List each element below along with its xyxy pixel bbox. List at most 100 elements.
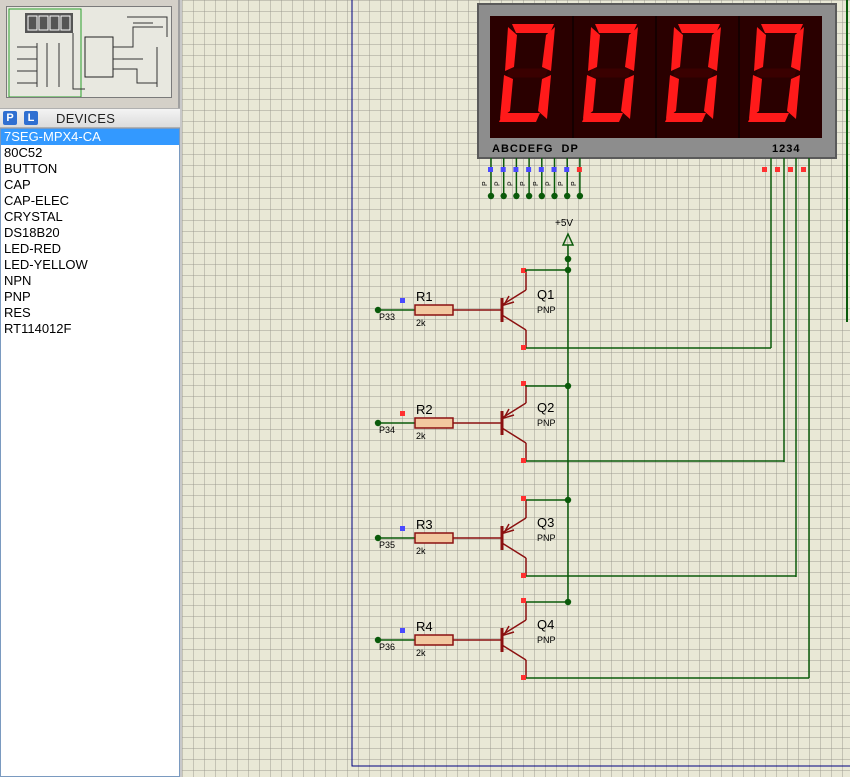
segment-f	[754, 27, 766, 71]
device-item[interactable]: CAP	[4, 177, 31, 192]
device-item[interactable]: BUTTON	[4, 161, 58, 176]
segment-e	[749, 75, 762, 119]
svg-text:P: P	[546, 181, 553, 186]
port-label: P34	[379, 425, 395, 435]
power-terminal[interactable]: +5V	[555, 218, 575, 602]
device-item[interactable]: CAP-ELEC	[4, 193, 70, 208]
resistor-value: 2k	[416, 648, 426, 658]
svg-text:P: P	[558, 181, 565, 186]
segment-a	[678, 24, 720, 33]
segment-g	[756, 68, 797, 78]
pick-devices-button[interactable]: P	[3, 111, 17, 125]
segment-g	[507, 68, 548, 78]
svg-text:P: P	[520, 181, 527, 186]
device-item[interactable]: NPN	[4, 273, 32, 288]
segment-a	[595, 24, 637, 33]
digit-1	[499, 24, 555, 122]
resistor[interactable]	[414, 634, 454, 646]
device-item[interactable]: PNP	[4, 289, 31, 304]
segment-c	[621, 75, 634, 119]
segment-a	[512, 24, 554, 33]
svg-text:P: P	[533, 181, 540, 186]
svg-text:P: P	[495, 181, 502, 186]
segment-c	[704, 75, 717, 119]
device-item[interactable]: RT114012F	[4, 321, 72, 336]
devices-title: DEVICES	[56, 111, 116, 126]
resistor-name: R3	[416, 517, 433, 532]
digit-pin-labels: 1234	[772, 143, 800, 155]
resistor-value: 2k	[416, 546, 426, 556]
device-item[interactable]: LED-RED	[4, 241, 62, 256]
device-item[interactable]: 7SEG-MPX4-CA	[1, 129, 179, 145]
transistor-type: PNP	[537, 533, 556, 543]
device-item[interactable]: 80C52	[4, 145, 43, 160]
device-item[interactable]: RES	[4, 305, 31, 320]
resistor-name: R2	[416, 402, 433, 417]
power-label: +5V	[555, 218, 573, 229]
resistor[interactable]	[414, 417, 454, 429]
resistor-name: R4	[416, 619, 433, 634]
transistor-type: PNP	[537, 305, 556, 315]
svg-text:P: P	[571, 181, 578, 186]
transistor-name: Q1	[537, 287, 554, 302]
resistor[interactable]	[414, 532, 454, 544]
digit-pins	[762, 158, 810, 678]
segment-e	[666, 75, 679, 119]
resistor-value: 2k	[416, 431, 426, 441]
segment-a	[761, 24, 803, 33]
segment-b	[791, 27, 804, 71]
transistor-name: Q3	[537, 515, 554, 530]
resistor-name: R1	[416, 289, 433, 304]
segment-f	[505, 27, 517, 71]
digit-4	[748, 24, 804, 122]
device-item[interactable]: CRYSTAL	[4, 209, 63, 224]
transistor-name: Q4	[537, 617, 554, 632]
segment-f	[671, 27, 683, 71]
overview-window[interactable]	[6, 6, 172, 98]
segment-c	[787, 75, 800, 119]
devices-header: P L DEVICES	[0, 108, 180, 128]
segment-b	[542, 27, 555, 71]
device-item[interactable]: LED-YELLOW	[4, 257, 88, 272]
transistor-name: Q2	[537, 400, 554, 415]
segment-g	[590, 68, 631, 78]
segment-pin-labels: ABCDEFG DP	[492, 143, 579, 155]
transistor-type: PNP	[537, 635, 556, 645]
resistor-value: 2k	[416, 318, 426, 328]
svg-text:P: P	[507, 181, 514, 186]
segment-b	[625, 27, 638, 71]
digit-2	[582, 24, 638, 122]
svg-text:P: P	[482, 181, 489, 186]
port-label: P36	[379, 642, 395, 652]
resistor[interactable]	[414, 304, 454, 316]
segment-d	[582, 113, 623, 122]
segment-f	[588, 27, 600, 71]
segment-c	[538, 75, 551, 119]
library-manager-button[interactable]: L	[24, 111, 38, 125]
segment-d	[499, 113, 540, 122]
sheet-border	[351, 0, 850, 767]
port-label: P33	[379, 312, 395, 322]
seven-segment-display[interactable]: ABCDEFG DP 1234	[477, 3, 837, 159]
segment-e	[500, 75, 513, 119]
port-label: P35	[379, 540, 395, 550]
device-item[interactable]: DS18B20	[4, 225, 60, 240]
transistor-type: PNP	[537, 418, 556, 428]
segment-d	[665, 113, 706, 122]
segment-d	[748, 113, 789, 122]
digit-3	[665, 24, 721, 122]
overview-thumbnail	[8, 8, 168, 97]
segment-b	[708, 27, 721, 71]
